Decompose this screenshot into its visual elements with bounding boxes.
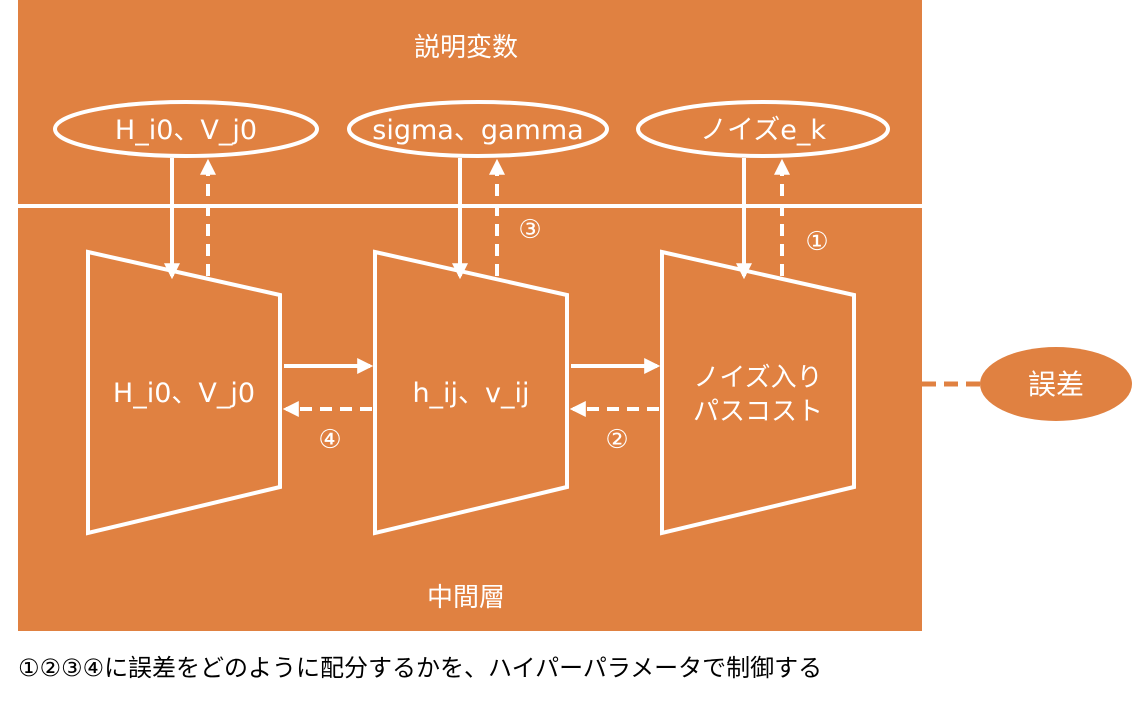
background-panel (18, 0, 922, 631)
layer-block-h-v-init: H_i0、V_j0 (86, 249, 282, 536)
layer-block-label: h_ij、v_ij (412, 378, 529, 409)
error-node: 誤差 (980, 347, 1132, 421)
layer-block-noisy-path-cost: ノイズ入り パスコスト (660, 249, 856, 536)
error-label: 誤差 (1028, 368, 1084, 401)
input-node-h-v-init: H_i0、V_j0 (53, 100, 319, 158)
input-node-noise: ノイズe_k (636, 100, 890, 158)
step-marker-2: ② (605, 425, 628, 455)
step-marker-1: ① (805, 227, 828, 257)
input-node-label: H_i0、V_j0 (115, 115, 257, 146)
input-node-sigma-gamma: sigma、gamma (347, 100, 609, 158)
caption: ①②③④に誤差をどのように配分するかを、ハイパーパラメータで制御する (18, 654, 823, 682)
layer-block-label: ノイズ入り (693, 363, 822, 393)
input-node-label: sigma、gamma (372, 115, 583, 146)
step-marker-3: ③ (518, 215, 541, 245)
input-node-label: ノイズe_k (700, 115, 826, 146)
bottom-label: 中間層 (427, 583, 505, 613)
layer-block-h-v: h_ij、v_ij (373, 249, 569, 536)
top-label: 説明変数 (414, 33, 518, 63)
step-marker-4: ④ (318, 425, 341, 455)
layer-block-label: パスコスト (693, 397, 823, 427)
layer-block-label: H_i0、V_j0 (113, 378, 255, 409)
